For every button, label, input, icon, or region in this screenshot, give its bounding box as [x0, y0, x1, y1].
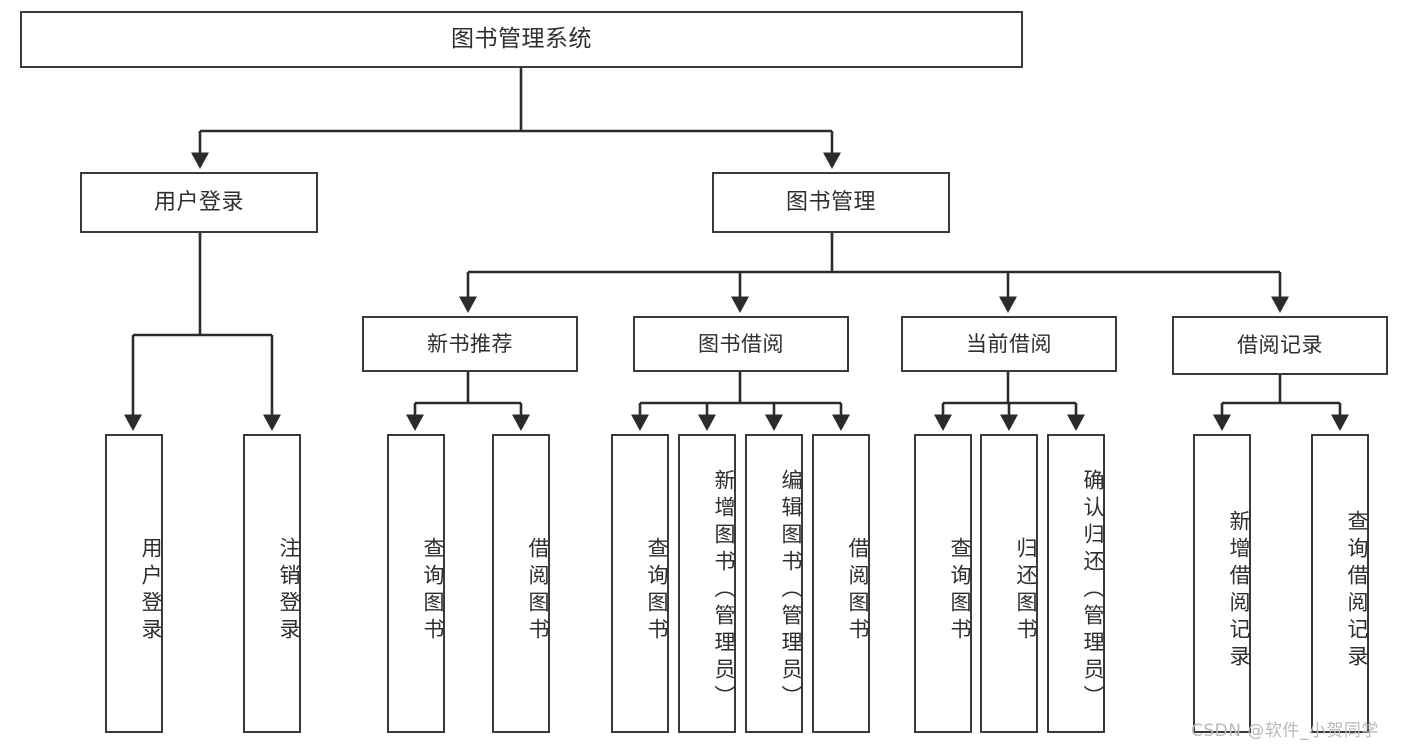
node-label: 查询借阅记录	[1345, 509, 1369, 672]
watermark-csdn: CSDN @软件_小贺同学	[1191, 721, 1379, 741]
node-book-management[interactable]: 图书管理	[712, 172, 950, 233]
node-label: 当前借阅	[966, 331, 1052, 356]
node-user-login[interactable]: 用户登录	[80, 172, 318, 233]
node-label: 图书管理	[785, 189, 876, 215]
node-label: 编辑图书（管理员）	[779, 469, 803, 712]
node-label: 借阅图书	[846, 536, 870, 645]
node-label: 新书推荐	[427, 331, 513, 356]
node-label: 确认归还（管理员）	[1081, 469, 1105, 712]
node-borrow-record[interactable]: 借阅记录	[1172, 316, 1388, 375]
leaf-borrow-add-book-admin[interactable]: 新增图书（管理员）	[678, 434, 736, 733]
node-label: 查询图书	[421, 536, 445, 645]
leaf-record-add-record[interactable]: 新增借阅记录	[1193, 434, 1251, 733]
node-label: 注销登录	[277, 536, 301, 645]
node-label: 图书管理系统	[451, 26, 592, 53]
leaf-current-return-book[interactable]: 归还图书	[980, 434, 1038, 733]
leaf-record-query-record[interactable]: 查询借阅记录	[1311, 434, 1369, 733]
node-label: 查询图书	[948, 536, 972, 645]
node-label: 查询图书	[645, 536, 669, 645]
node-root-system[interactable]: 图书管理系统	[20, 11, 1023, 68]
node-label: 新增借阅记录	[1227, 509, 1251, 672]
node-label: 借阅记录	[1237, 333, 1323, 358]
node-new-book-recommend[interactable]: 新书推荐	[362, 316, 578, 372]
node-label: 借阅图书	[526, 536, 550, 645]
leaf-user-login-login[interactable]: 用户登录	[105, 434, 163, 733]
leaf-borrow-query-book[interactable]: 查询图书	[611, 434, 669, 733]
leaf-borrow-borrow-book[interactable]: 借阅图书	[812, 434, 870, 733]
node-label: 归还图书	[1014, 536, 1038, 645]
leaf-user-login-logout[interactable]: 注销登录	[243, 434, 301, 733]
node-label: 用户登录	[153, 189, 244, 215]
leaf-borrow-edit-book-admin[interactable]: 编辑图书（管理员）	[745, 434, 803, 733]
leaf-current-query-book[interactable]: 查询图书	[914, 434, 972, 733]
node-label: 用户登录	[139, 536, 163, 645]
leaf-recommend-borrow-book[interactable]: 借阅图书	[492, 434, 550, 733]
leaf-recommend-query-book[interactable]: 查询图书	[387, 434, 445, 733]
node-label: 新增图书（管理员）	[712, 469, 736, 712]
node-book-borrow[interactable]: 图书借阅	[633, 316, 849, 372]
node-current-borrow[interactable]: 当前借阅	[901, 316, 1117, 372]
leaf-current-confirm-return-admin[interactable]: 确认归还（管理员）	[1047, 434, 1105, 733]
node-label: 图书借阅	[698, 331, 784, 356]
